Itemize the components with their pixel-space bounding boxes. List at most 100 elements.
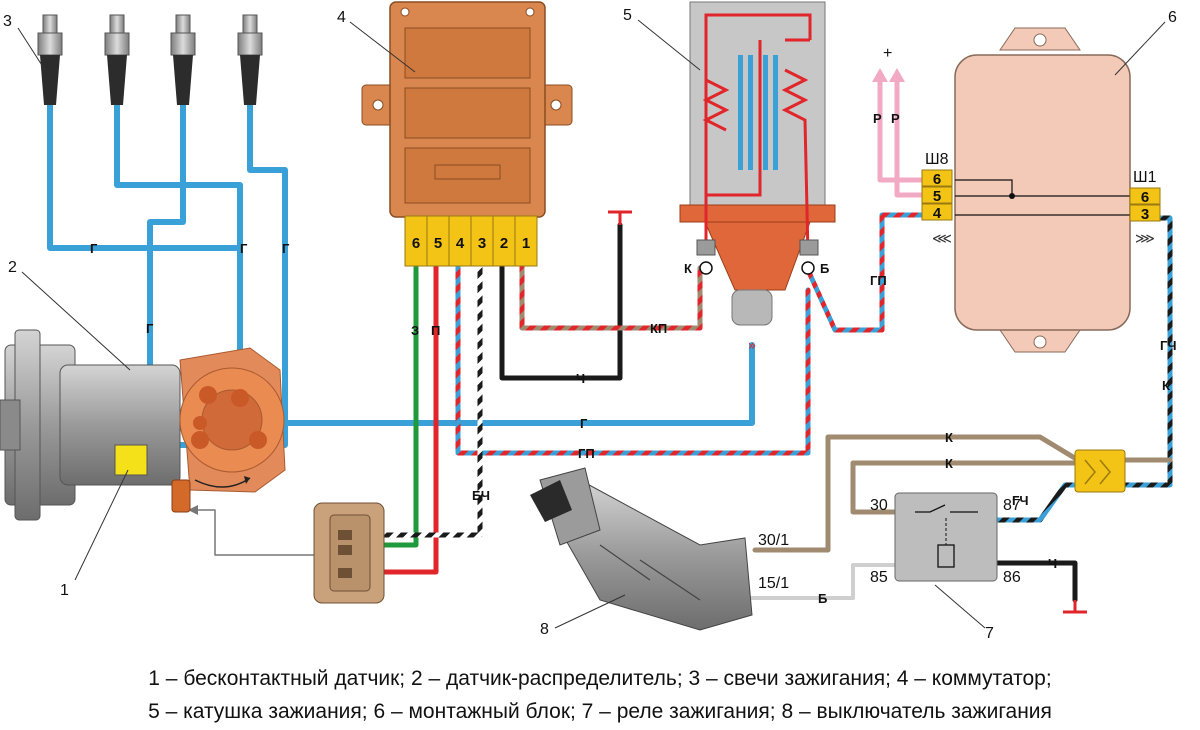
wire-k-switch — [752, 434, 1081, 553]
caption-line-1: 1 – бесконтактный датчик; 2 – датчик-рас… — [148, 667, 1052, 690]
ht-arrow-icon: » — [748, 338, 757, 354]
block-right-pin — [1129, 204, 1161, 222]
cap-terminal-1 — [199, 386, 217, 404]
spark-plug-2 — [104, 14, 130, 105]
relay-terminal-85: 85 — [870, 569, 888, 586]
cap-terminal-3 — [191, 431, 209, 449]
up-arrow-icon — [889, 68, 905, 82]
block-right-pin — [1129, 187, 1161, 205]
relay-terminal-87: 87 — [1003, 497, 1021, 514]
ground-icon — [608, 210, 632, 225]
commutator-pin-label: 5 — [434, 235, 442, 252]
callout-1: 1 — [60, 582, 69, 599]
wire-label-ch: Ч — [576, 371, 585, 386]
wire-label-gp: ГП — [578, 446, 595, 461]
block-connector-right-label: Ш1 — [1133, 169, 1157, 186]
wire-label-g: Г — [90, 241, 98, 256]
ignition-coil: К Б » — [679, 1, 836, 354]
wire-tanred-pin1 — [519, 262, 703, 331]
secondary-winding — [781, 38, 810, 256]
caption-line-2: 5 – катушка зажиания; 6 – монтажный блок… — [148, 700, 1052, 723]
sensor-arrow — [188, 505, 198, 515]
wires — [47, 77, 1173, 603]
commutator-pin-label: 3 — [478, 235, 486, 252]
switch-terminal-15-1: 15/1 — [758, 575, 789, 592]
ignition-wiring-diagram: 6 5 4 3 2 1 К Б » — [0, 1, 1177, 642]
mounting-block: 6 5 4 Ш8 ⋘ 6 3 Ш1 ⋙ + — [872, 27, 1161, 353]
relay-terminal-86: 86 — [1003, 569, 1021, 586]
caption: 1 – бесконтактный датчик; 2 – датчик-рас… — [0, 655, 1200, 730]
wire-pink-1 — [877, 77, 925, 183]
wire-label-g: Г — [146, 321, 154, 336]
wire-label-r: Р — [891, 111, 900, 126]
callout-8: 8 — [540, 621, 549, 638]
wire-label-gch: ГЧ — [1160, 338, 1177, 353]
switch-terminal-30-1: 30/1 — [758, 532, 789, 549]
callout-6: 6 — [1168, 9, 1177, 26]
spark-plug-3 — [170, 14, 196, 105]
wire-label-k: К — [945, 430, 953, 445]
coil-terminal-b — [801, 261, 815, 275]
sensor-plug — [313, 502, 385, 604]
up-arrow-icon — [872, 68, 888, 82]
primary-winding — [702, 13, 812, 255]
plug-lead-1 — [47, 102, 243, 398]
block-right-pin-label: 6 — [1141, 189, 1149, 206]
block-left-pin-label: 5 — [933, 188, 941, 205]
wire-b-15-1 — [746, 563, 897, 600]
wire-label-bch: БЧ — [472, 488, 490, 503]
callouts — [17, 19, 1166, 629]
spark-plug-4 — [237, 14, 263, 105]
cap-terminal-4 — [249, 431, 267, 449]
callout-numbers: 3 2 1 4 5 6 7 8 — [3, 7, 1177, 642]
commutator-pin — [514, 215, 538, 267]
relay-terminal-30: 30 — [870, 497, 888, 514]
wire-label-z: З — [411, 323, 419, 338]
commutator-pin-label: 1 — [522, 235, 530, 252]
sensor-connector — [171, 479, 191, 513]
ignition-switch: 30/1 15/1 — [530, 467, 789, 631]
wire-label-g: Г — [240, 241, 248, 256]
wire-label-gp: ГП — [870, 273, 887, 288]
callout-3: 3 — [3, 13, 12, 30]
block-left-pin — [921, 186, 953, 204]
sensor-distributor — [0, 329, 286, 521]
wire-label-g: Г — [282, 241, 290, 256]
plus-sign: + — [883, 45, 892, 62]
wire-bluered-pin4 — [455, 262, 811, 456]
wire-gch-block-conn — [1122, 215, 1173, 488]
callout-2: 2 — [8, 259, 17, 276]
central-ht-lead — [197, 342, 755, 426]
callout-4: 4 — [337, 9, 346, 26]
spark-plug-1 — [37, 14, 63, 105]
wire-blackwhite-pin3 — [347, 262, 483, 538]
wire-pink-2 — [894, 77, 925, 198]
block-left-pin-label: 4 — [933, 205, 942, 222]
cap-terminal-2 — [231, 389, 249, 407]
wire-gp-coil-block — [805, 212, 925, 333]
spark-plugs — [37, 14, 263, 105]
wire-label-r: Р — [873, 111, 882, 126]
commutator-pin-block: 6 5 4 3 2 1 — [404, 215, 538, 267]
wire-gch-relay87 — [995, 482, 1078, 523]
block-right-pin-label: 3 — [1141, 206, 1149, 223]
ground-icon — [1063, 600, 1087, 614]
wire-label-g: Г — [580, 416, 588, 431]
plug-lead-2 — [114, 102, 243, 408]
block-connector-left-label: Ш8 — [925, 151, 949, 168]
wire-ch-relay86 — [995, 560, 1078, 603]
wire-label-k: К — [945, 456, 953, 471]
wire-k-relay30 — [850, 460, 1081, 515]
coil-terminal-k — [699, 261, 713, 275]
wire-label-b: Б — [818, 591, 827, 606]
callout-5: 5 — [623, 7, 632, 24]
commutator: 6 5 4 3 2 1 — [361, 1, 573, 267]
ignition-relay: 30 87 85 86 — [870, 492, 1021, 586]
commutator-pin-label: 4 — [456, 235, 465, 252]
connector-mark-icon: ⋙ — [1135, 231, 1155, 247]
block-left-pin-label: 6 — [933, 171, 941, 188]
wire-labels: Г Г Г Г Г З П КП Ч ГП ГП БЧ Р Р ГЧ К К К… — [90, 111, 1177, 606]
wire-label-p: П — [431, 323, 440, 338]
wire-black-pin2 — [499, 222, 623, 381]
callout-7: 7 — [985, 625, 994, 642]
